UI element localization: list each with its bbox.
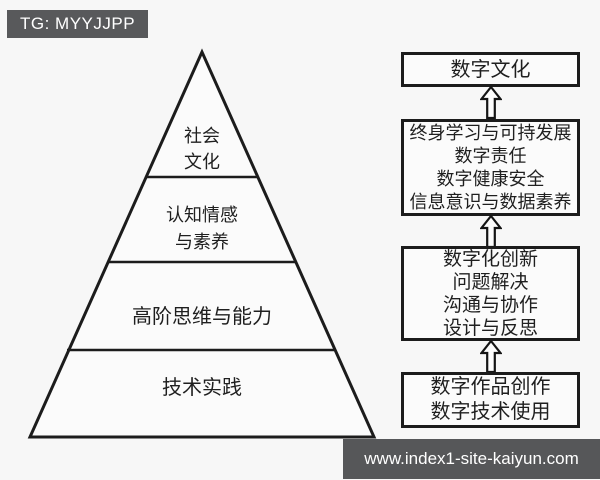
- pyramid-outline: [27, 48, 377, 439]
- arrow-up-icon: [480, 340, 502, 373]
- tier-label-line: 认知情感: [166, 205, 238, 225]
- flow-box-line: 数字责任: [454, 145, 527, 166]
- flow-box-lifelong-learning: 终身学习与可持发展 数字责任 数字健康安全 信息意识与数据素养: [401, 119, 580, 216]
- flow-box-line: 数字文化: [450, 58, 531, 81]
- flow-box-digital-creation: 数字作品创作 数字技术使用: [401, 372, 580, 428]
- flow-box-line: 终身学习与可持发展: [409, 122, 572, 143]
- flow-box-digital-innovation: 数字化创新 问题解决 沟通与协作 设计与反思: [401, 246, 580, 341]
- pyramid-tier-society-culture: 社会 文化: [112, 123, 292, 175]
- flow-box-line: 信息意识与数据素养: [409, 191, 572, 212]
- pyramid-tier-technical-practice: 技术实践: [112, 375, 292, 401]
- flow-box-line: 设计与反思: [442, 317, 538, 339]
- flow-box-line: 数字化创新: [442, 248, 538, 270]
- arrow-up-icon: [480, 215, 502, 248]
- flow-box-line: 沟通与协作: [442, 294, 538, 316]
- tier-label-line: 文化: [184, 152, 220, 172]
- flow-box-line: 问题解决: [452, 271, 529, 293]
- tier-label-line: 高阶思维与能力: [132, 306, 272, 328]
- tier-label-line: 与素养: [175, 232, 229, 252]
- pyramid-tier-higher-order-thinking: 高阶思维与能力: [112, 304, 292, 330]
- flow-box-line: 数字技术使用: [430, 401, 551, 423]
- flow-box-line: 数字作品创作: [430, 376, 551, 398]
- arrow-up-icon: [480, 86, 502, 119]
- telegram-badge: TG: MYYJJPP: [7, 10, 149, 38]
- tier-label-line: 技术实践: [162, 377, 242, 399]
- pyramid-tier-cognition-emotion: 认知情感 与素养: [112, 202, 292, 256]
- tier-label-line: 社会: [184, 126, 220, 146]
- watermark: www.index1-site-kaiyun.com: [343, 439, 600, 479]
- flow-box-line: 数字健康安全: [436, 168, 545, 189]
- flow-box-digital-culture: 数字文化: [401, 52, 580, 87]
